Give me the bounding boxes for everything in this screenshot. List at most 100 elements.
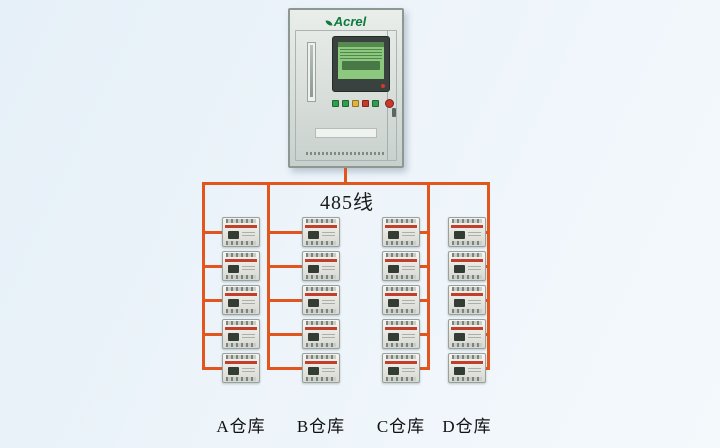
device-display [308, 231, 319, 239]
terminal-stripe [305, 293, 337, 296]
device-label-lines [322, 368, 335, 374]
rs485-bus-line [202, 182, 490, 185]
panel-button-3 [352, 100, 359, 107]
device-display [388, 367, 399, 375]
meter-device-C-4 [382, 319, 420, 349]
bus-branch-A [202, 182, 205, 370]
bus-branch-C [427, 182, 430, 370]
device-label-lines [242, 266, 255, 272]
meter-device-D-2 [448, 251, 486, 281]
warehouse-label-C: C仓库 [376, 417, 426, 436]
device-display [228, 265, 239, 273]
device-label-lines [468, 266, 481, 272]
meter-device-C-5 [382, 353, 420, 383]
device-label-lines [468, 300, 481, 306]
device-display [454, 367, 465, 375]
meter-device-D-4 [448, 319, 486, 349]
bus-stub-B-1 [267, 231, 302, 234]
device-display [454, 299, 465, 307]
bus-stub-D-3 [484, 299, 490, 302]
bus-stub-D-4 [484, 333, 490, 336]
bus-stub-D-1 [484, 231, 490, 234]
device-display [388, 265, 399, 273]
red-round-button [385, 99, 394, 108]
acrel-brand-text: Acrel [333, 14, 367, 29]
meter-device-D-5 [448, 353, 486, 383]
terminal-stripe [385, 293, 417, 296]
lcd-header-bar [338, 42, 384, 47]
meter-device-A-3 [222, 285, 260, 315]
panel-button-1 [332, 100, 339, 107]
meter-device-A-5 [222, 353, 260, 383]
meter-device-B-4 [302, 319, 340, 349]
device-display [308, 367, 319, 375]
panel-button-4 [362, 100, 369, 107]
cabinet-door-frame [295, 30, 397, 161]
device-display [388, 231, 399, 239]
rs485-bus-label: 485线 [320, 192, 374, 214]
device-label-lines [402, 300, 415, 306]
warehouse-label-D: D仓库 [442, 417, 492, 436]
device-display [454, 333, 465, 341]
terminal-stripe [385, 259, 417, 262]
lcd-text-lines [340, 49, 382, 59]
lcd-graph-area [342, 61, 380, 70]
panel-button-5 [372, 100, 379, 107]
device-label-lines [402, 266, 415, 272]
device-display [388, 299, 399, 307]
meter-device-A-2 [222, 251, 260, 281]
terminal-stripe [451, 327, 483, 330]
terminal-stripe [305, 361, 337, 364]
terminal-stripe [385, 327, 417, 330]
lcd-screen [338, 42, 384, 79]
bus-stub-C-2 [418, 265, 430, 268]
device-display [454, 231, 465, 239]
meter-device-D-3 [448, 285, 486, 315]
terminal-stripe [451, 259, 483, 262]
nameplate [315, 128, 377, 138]
terminal-stripe [225, 225, 257, 228]
device-display [308, 265, 319, 273]
device-display [228, 231, 239, 239]
meter-device-B-3 [302, 285, 340, 315]
device-label-lines [322, 300, 335, 306]
bus-stub-A-2 [202, 265, 222, 268]
device-display [308, 333, 319, 341]
cabinet-door-seam [387, 30, 388, 161]
device-label-lines [402, 368, 415, 374]
device-display [454, 265, 465, 273]
meter-device-B-5 [302, 353, 340, 383]
bus-stub-D-5 [484, 367, 490, 370]
bus-stub-C-4 [418, 333, 430, 336]
device-display [308, 299, 319, 307]
warehouse-label-B: B仓库 [296, 417, 346, 436]
bus-branch-B [267, 182, 270, 370]
meter-device-C-1 [382, 217, 420, 247]
terminal-stripe [305, 225, 337, 228]
bus-stub-A-5 [202, 367, 222, 370]
device-display [388, 333, 399, 341]
device-label-lines [242, 368, 255, 374]
device-label-lines [402, 334, 415, 340]
bus-stub-C-1 [418, 231, 430, 234]
warehouse-label-A: A仓库 [216, 417, 266, 436]
device-label-lines [322, 334, 335, 340]
panel-button-2 [342, 100, 349, 107]
device-label-lines [322, 266, 335, 272]
bus-branch-D [487, 182, 490, 370]
bus-stub-C-3 [418, 299, 430, 302]
terminal-stripe [451, 361, 483, 364]
device-display [228, 333, 239, 341]
power-led [381, 84, 385, 88]
device-label-lines [468, 232, 481, 238]
device-label-lines [242, 334, 255, 340]
meter-device-D-1 [448, 217, 486, 247]
terminal-stripe [225, 293, 257, 296]
meter-device-B-2 [302, 251, 340, 281]
bus-stub-B-2 [267, 265, 302, 268]
meter-device-C-2 [382, 251, 420, 281]
bus-stub-B-3 [267, 299, 302, 302]
terminal-stripe [305, 259, 337, 262]
device-label-lines [468, 368, 481, 374]
